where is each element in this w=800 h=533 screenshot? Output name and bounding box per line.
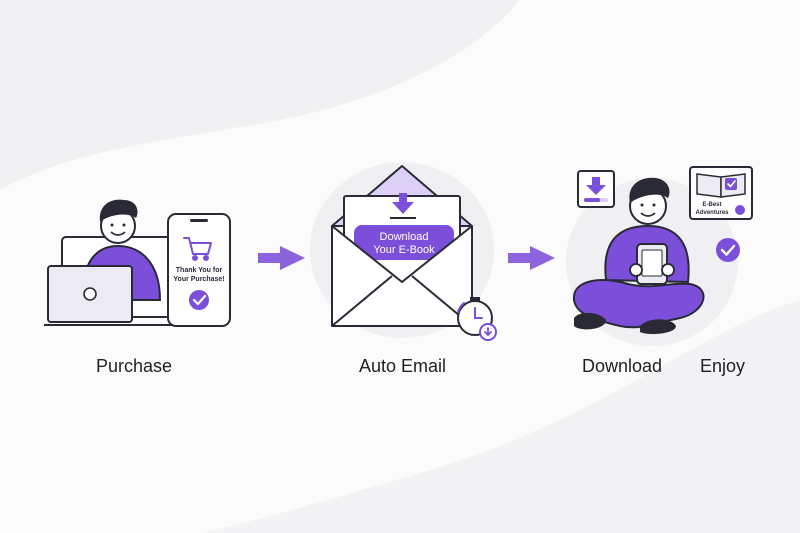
- person-hair: [629, 177, 670, 203]
- person-legs: [572, 279, 705, 329]
- phone-notch: [190, 219, 208, 222]
- laptop-logo: [83, 287, 97, 301]
- check-circle-icon: [716, 238, 740, 262]
- clock-icon: [457, 297, 497, 341]
- person-eye-right: [122, 223, 126, 227]
- phone-text-line2: Your Purchase!: [173, 276, 224, 283]
- step-label-download: Download: [582, 356, 663, 376]
- button-text-line1: Download: [380, 231, 429, 243]
- person-eye-left: [110, 223, 114, 227]
- background-blob-top: [0, 0, 520, 190]
- open-book-icon: [696, 173, 746, 198]
- shopping-cart-icon: [183, 237, 212, 261]
- book-title-line1: E-Best: [702, 202, 721, 208]
- shoe-left: [574, 312, 606, 330]
- tablet-screen: [641, 249, 663, 277]
- check-circle-icon: [189, 290, 209, 310]
- button-text-line2: Your E-Book: [373, 244, 435, 256]
- hand-left: [629, 263, 643, 277]
- download-ebook-button: [354, 225, 454, 260]
- hand-right: [661, 263, 675, 277]
- step-label-enjoy: Enjoy: [700, 356, 746, 376]
- download-icon: [586, 177, 606, 195]
- arrow-right-icon: [508, 246, 555, 270]
- person-eye-left: [640, 203, 644, 207]
- envelope-fold-left: [331, 275, 393, 327]
- book-title-line2: Adventures: [695, 210, 729, 216]
- background-blob-bottom: [200, 300, 800, 533]
- book-badge-icon: [735, 205, 745, 215]
- person-smile: [640, 212, 656, 217]
- person-smile: [110, 231, 126, 236]
- download-arrow-icon: [390, 193, 416, 219]
- shoe-right: [640, 319, 676, 334]
- phone: [167, 213, 231, 327]
- person-eye-right: [652, 203, 656, 207]
- email-illustration: Download Your E-Book: [331, 165, 497, 341]
- download-illustration: E-Best Adventures: [572, 166, 753, 334]
- envelope-body: [331, 225, 473, 327]
- step-label-auto-email: Auto Email: [359, 356, 447, 376]
- purchase-illustration: Thank You for Your Purchase!: [44, 199, 231, 327]
- arrow-right-icon: [258, 246, 305, 270]
- phone-text-line1: Thank You for: [176, 267, 223, 274]
- person-hair: [99, 199, 138, 222]
- step-label-purchase: Purchase: [96, 356, 173, 376]
- download-progress-fill: [584, 198, 600, 202]
